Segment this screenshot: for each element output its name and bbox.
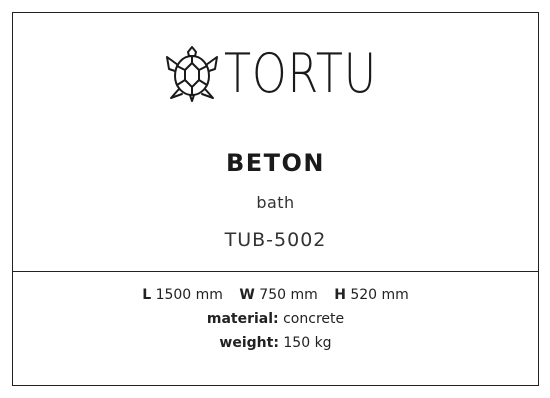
dimensions-line: L 1500 mm W 750 mm H 520 mm xyxy=(13,283,538,307)
width-label: W xyxy=(239,287,255,303)
material-value: concrete xyxy=(283,311,345,327)
height-label: H xyxy=(334,287,346,303)
product-label-card: TORTU BETON bath TUB-5002 L 1500 mm W 75… xyxy=(12,12,539,386)
width-value: 750 mm xyxy=(259,287,318,303)
weight-label: weight: xyxy=(219,335,279,351)
product-sku: TUB-5002 xyxy=(224,229,327,251)
turtle-icon xyxy=(166,46,219,102)
width-spec: W 750 mm xyxy=(239,287,317,303)
brand-logo: TORTU xyxy=(13,39,538,109)
length-value: 1500 mm xyxy=(155,287,223,303)
height-spec: H 520 mm xyxy=(334,287,409,303)
brand-name: TORTU xyxy=(224,42,378,105)
material-line: material: concrete xyxy=(13,307,538,331)
label-header-section: TORTU BETON bath TUB-5002 xyxy=(13,13,538,272)
length-label: L xyxy=(142,287,152,303)
product-type: bath xyxy=(256,193,295,212)
weight-line: weight: 150 kg xyxy=(13,331,538,355)
product-name: BETON xyxy=(225,149,326,177)
material-label: material: xyxy=(206,311,279,327)
spec-section: L 1500 mm W 750 mm H 520 mm material: co… xyxy=(13,283,538,355)
length-spec: L 1500 mm xyxy=(142,287,223,303)
height-value: 520 mm xyxy=(350,287,409,303)
weight-value: 150 kg xyxy=(283,335,332,351)
